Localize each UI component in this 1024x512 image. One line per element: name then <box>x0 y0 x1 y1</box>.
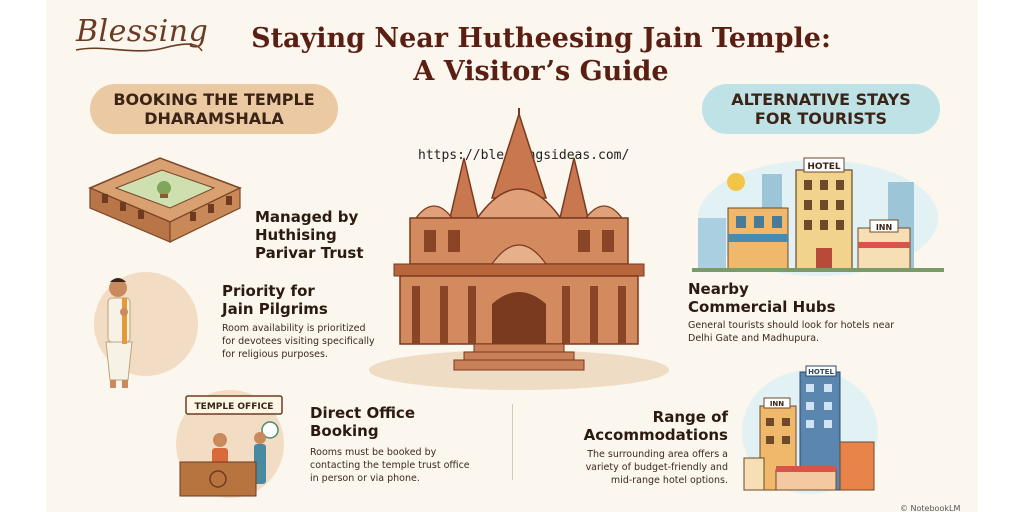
accommodations-desc-line-1: The surrounding area offers a <box>587 449 728 460</box>
brand-logo: Blessing <box>76 14 209 49</box>
inn-tower-sign: INN <box>770 400 784 408</box>
priority-description: Room availability is prioritized for dev… <box>222 322 375 361</box>
commercial-hubs-heading: Nearby Commercial Hubs <box>688 280 836 316</box>
direct-booking-desc-line-3: in person or via phone. <box>310 473 420 484</box>
pill-right-line-1: ALTERNATIVE STAYS <box>731 90 911 109</box>
accommodations-buildings-illustration: HOTEL INN <box>742 365 878 494</box>
booking-dharamshala-pill: BOOKING THE TEMPLE DHARAMSHALA <box>90 84 338 134</box>
dharamshala-courtyard-illustration <box>88 157 242 243</box>
managed-by-line-1: Managed by <box>255 208 359 226</box>
commercial-hubs-line-2: Commercial Hubs <box>688 298 836 316</box>
managed-by-line-2: Huthising <box>255 226 337 244</box>
direct-booking-desc-line-2: contacting the temple trust office <box>310 460 470 471</box>
alternative-stays-pill: ALTERNATIVE STAYS FOR TOURISTS <box>702 84 940 134</box>
commercial-hubs-desc-line-2: Delhi Gate and Madhupura. <box>688 333 820 344</box>
pill-left-line-1: BOOKING THE TEMPLE <box>113 90 315 109</box>
managed-by-heading: Managed by Huthising Parivar Trust <box>255 208 364 262</box>
inn-sign: INN <box>876 223 892 232</box>
priority-heading: Priority for Jain Pilgrims <box>222 282 328 318</box>
pill-left-line-2: DHARAMSHALA <box>144 109 284 128</box>
direct-booking-description: Rooms must be booked by contacting the t… <box>310 446 470 485</box>
title-line-2: A Visitor’s Guide <box>413 56 669 87</box>
commercial-hubs-line-1: Nearby <box>688 280 749 298</box>
hotel-tower-sign: HOTEL <box>808 368 834 376</box>
commercial-hubs-desc-line-1: General tourists should look for hotels … <box>688 320 895 331</box>
accommodations-heading: Range of Accommodations <box>566 408 728 444</box>
accommodations-line-1: Range of <box>652 408 728 426</box>
commercial-hubs-description: General tourists should look for hotels … <box>688 319 894 345</box>
direct-booking-line-1: Direct Office <box>310 404 415 422</box>
accommodations-desc-line-3: mid-range hotel options. <box>610 475 728 486</box>
page-title: Staying Near Hutheesing Jain Temple: A V… <box>196 22 886 88</box>
accommodations-description: The surrounding area offers a variety of… <box>566 448 728 487</box>
infographic-poster: Blessing Staying Near Hutheesing Jain Te… <box>46 0 978 512</box>
direct-booking-heading: Direct Office Booking <box>310 404 415 440</box>
copyright-text: © NotebookLM <box>900 504 961 512</box>
managed-by-line-3: Parivar Trust <box>255 244 364 262</box>
hotel-sign: HOTEL <box>807 162 840 172</box>
temple-office-illustration: TEMPLE OFFICE <box>176 390 284 498</box>
priority-desc-line-2: for devotees visiting specifically <box>222 336 375 347</box>
priority-line-1: Priority for <box>222 282 315 300</box>
city-hotels-illustration: HOTEL INN <box>692 157 944 276</box>
priority-desc-line-1: Room availability is prioritized <box>222 323 366 334</box>
accommodations-desc-line-2: variety of budget-friendly and <box>585 462 728 473</box>
priority-line-2: Jain Pilgrims <box>222 300 328 318</box>
accommodations-line-2: Accommodations <box>583 426 728 444</box>
section-divider <box>512 404 513 480</box>
temple-office-sign: TEMPLE OFFICE <box>195 402 274 412</box>
pill-right-line-2: FOR TOURISTS <box>754 109 888 128</box>
direct-booking-desc-line-1: Rooms must be booked by <box>310 447 437 458</box>
jain-pilgrim-illustration <box>94 272 198 388</box>
logo-swirl-icon <box>75 43 203 52</box>
priority-desc-line-3: for religious purposes. <box>222 349 328 360</box>
hutheesing-jain-temple-illustration <box>369 108 669 390</box>
title-line-1: Staying Near Hutheesing Jain Temple: <box>251 23 831 54</box>
direct-booking-line-2: Booking <box>310 422 379 440</box>
